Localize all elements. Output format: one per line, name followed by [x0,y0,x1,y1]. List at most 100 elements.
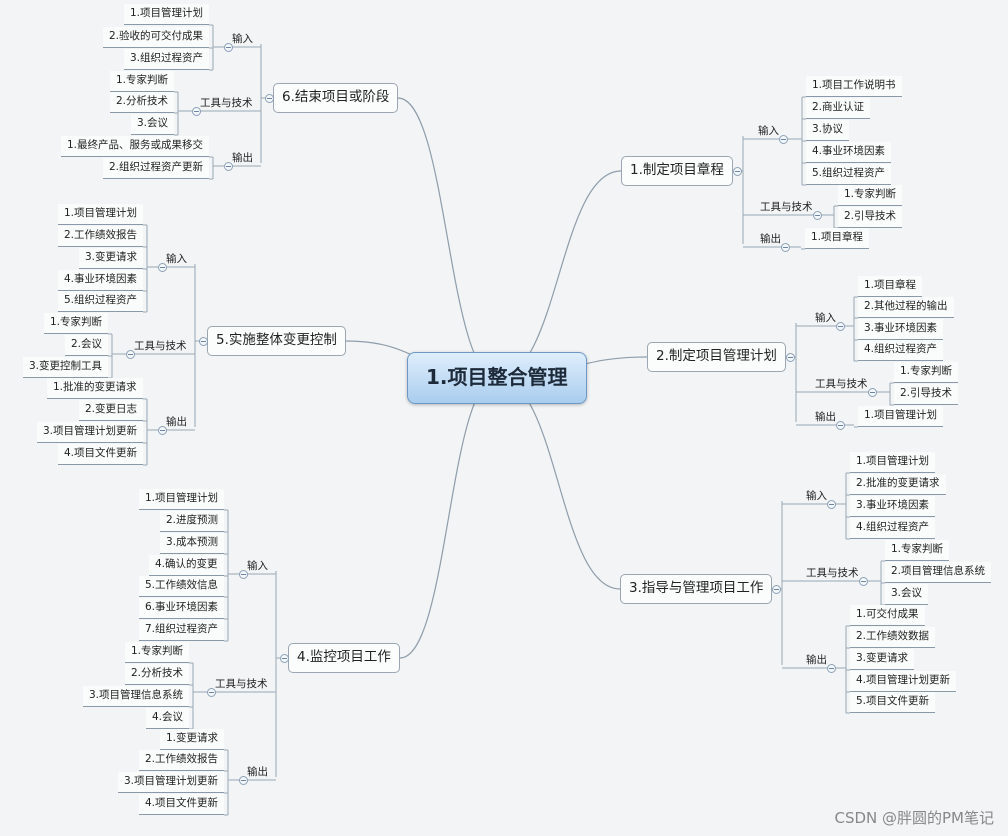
output-group-label: 输出 [815,411,836,423]
leaf-item[interactable]: 7.组织过程资产 [139,620,225,641]
leaf-item[interactable]: 3.项目管理计划更新 [118,772,225,793]
leaf-item[interactable]: 5.组织过程资产 [806,164,892,185]
leaf-item[interactable]: 2.商业认证 [806,98,871,119]
collapse-toggle-icon[interactable] [223,42,233,52]
leaf-item[interactable]: 4.项目文件更新 [139,794,225,815]
leaf-item[interactable]: 3.变更请求 [850,649,915,670]
collapse-toggle-icon[interactable] [198,336,208,346]
leaf-item[interactable]: 2.验收的可交付成果 [103,27,210,48]
collapse-toggle-icon[interactable] [223,161,233,171]
leaf-item[interactable]: 1.变更请求 [160,729,225,750]
leaf-item[interactable]: 3.会议 [885,584,929,605]
leaf-item[interactable]: 2.工作绩效报告 [58,226,144,247]
leaf-item[interactable]: 1.专家判断 [838,185,903,206]
branch-topic-2[interactable]: 2.制定项目管理计划 [647,342,786,372]
leaf-item[interactable]: 2.批准的变更请求 [850,474,946,495]
leaf-item[interactable]: 3.会议 [131,114,175,135]
collapse-toggle-icon[interactable] [785,352,795,362]
branch-topic-5[interactable]: 5.实施整体变更控制 [207,326,346,356]
collapse-toggle-icon[interactable] [191,106,201,116]
leaf-item[interactable]: 2.分析技术 [110,92,175,113]
collapse-toggle-icon[interactable] [157,262,167,272]
collapse-toggle-icon[interactable] [732,166,742,176]
leaf-item[interactable]: 4.事业环境因素 [806,142,892,163]
leaf-item[interactable]: 2.进度预测 [160,511,225,532]
collapse-toggle-icon[interactable] [835,321,845,331]
collapse-toggle-icon[interactable] [279,653,289,663]
leaf-item[interactable]: 1.专家判断 [125,642,190,663]
leaf-item[interactable]: 1.项目管理计划 [858,406,944,427]
branch-topic-6[interactable]: 6.结束项目或阶段 [273,83,399,113]
leaf-item[interactable]: 1.专家判断 [894,362,959,383]
leaf-item[interactable]: 1.项目章程 [858,276,923,297]
collapse-toggle-icon[interactable] [858,576,868,586]
branch-topic-3[interactable]: 3.指导与管理项目工作 [620,574,773,604]
collapse-toggle-icon[interactable] [812,210,822,220]
leaf-item[interactable]: 5.组织过程资产 [58,291,144,312]
leaf-item[interactable]: 3.组织过程资产 [124,49,210,70]
leaf-item[interactable]: 4.事业环境因素 [58,270,144,291]
collapse-toggle-icon[interactable] [867,387,877,397]
collapse-toggle-icon[interactable] [771,584,781,594]
collapse-toggle-icon[interactable] [157,425,167,435]
leaf-item[interactable]: 1.项目管理计划 [139,489,225,510]
leaf-item[interactable]: 2.会议 [65,335,109,356]
leaf-item[interactable]: 1.专家判断 [885,540,950,561]
leaf-item[interactable]: 3.事业环境因素 [858,319,944,340]
leaf-item[interactable]: 2.工作绩效数据 [850,627,936,648]
tools-group-label: 工具与技术 [134,340,187,352]
leaf-item[interactable]: 4.组织过程资产 [858,340,944,361]
leaf-item[interactable]: 1.项目工作说明书 [806,76,902,97]
leaf-item[interactable]: 4.会议 [146,708,190,729]
leaf-item[interactable]: 4.确认的变更 [149,555,224,576]
leaf-item[interactable]: 2.引导技术 [894,384,959,405]
leaf-item[interactable]: 1.项目管理计划 [124,4,210,25]
leaf-item[interactable]: 1.专家判断 [110,71,175,92]
leaf-item[interactable]: 5.工作绩效信息 [139,576,225,597]
collapse-toggle-icon[interactable] [778,134,788,144]
collapse-toggle-icon[interactable] [125,349,135,359]
tools-group-label: 工具与技术 [760,201,813,213]
leaf-item[interactable]: 3.变更控制工具 [23,357,109,378]
collapse-toggle-icon[interactable] [206,687,216,697]
leaf-item[interactable]: 3.项目管理信息系统 [83,686,190,707]
central-topic[interactable]: 1.项目整合管理 [407,352,587,404]
collapse-toggle-icon[interactable] [238,775,248,785]
leaf-item[interactable]: 1.最终产品、服务或成果移交 [61,136,210,157]
leaf-item[interactable]: 2.项目管理信息系统 [885,562,992,583]
output-group-label: 输出 [760,233,781,245]
leaf-item[interactable]: 1.项目管理计划 [850,452,936,473]
tools-group-label: 工具与技术 [815,378,868,390]
collapse-toggle-icon[interactable] [264,93,274,103]
leaf-item[interactable]: 5.项目文件更新 [850,692,936,713]
tools-group-label: 工具与技术 [806,567,859,579]
leaf-item[interactable]: 4.组织过程资产 [850,518,936,539]
leaf-item[interactable]: 2.工作绩效报告 [139,750,225,771]
tools-group-label: 工具与技术 [200,97,253,109]
leaf-item[interactable]: 1.批准的变更请求 [47,378,143,399]
leaf-item[interactable]: 1.项目章程 [805,228,870,249]
leaf-item[interactable]: 3.事业环境因素 [850,496,936,517]
leaf-item[interactable]: 4.项目文件更新 [58,444,144,465]
leaf-item[interactable]: 2.引导技术 [838,207,903,228]
leaf-item[interactable]: 1.专家判断 [44,313,109,334]
leaf-item[interactable]: 2.变更日志 [79,400,144,421]
collapse-toggle-icon[interactable] [780,242,790,252]
leaf-item[interactable]: 3.成本预测 [160,533,225,554]
leaf-item[interactable]: 2.组织过程资产更新 [103,158,210,179]
collapse-toggle-icon[interactable] [826,663,836,673]
branch-topic-4[interactable]: 4.监控项目工作 [288,643,400,673]
leaf-item[interactable]: 4.项目管理计划更新 [850,671,957,692]
leaf-item[interactable]: 1.可交付成果 [850,605,925,626]
leaf-item[interactable]: 2.分析技术 [125,664,190,685]
leaf-item[interactable]: 1.项目管理计划 [58,204,144,225]
collapse-toggle-icon[interactable] [238,569,248,579]
leaf-item[interactable]: 3.协议 [806,120,850,141]
leaf-item[interactable]: 3.项目管理计划更新 [37,422,144,443]
collapse-toggle-icon[interactable] [826,499,836,509]
branch-topic-1[interactable]: 1.制定项目章程 [621,156,733,186]
leaf-item[interactable]: 2.其他过程的输出 [858,297,954,318]
leaf-item[interactable]: 3.变更请求 [79,248,144,269]
collapse-toggle-icon[interactable] [835,420,845,430]
leaf-item[interactable]: 6.事业环境因素 [139,598,225,619]
